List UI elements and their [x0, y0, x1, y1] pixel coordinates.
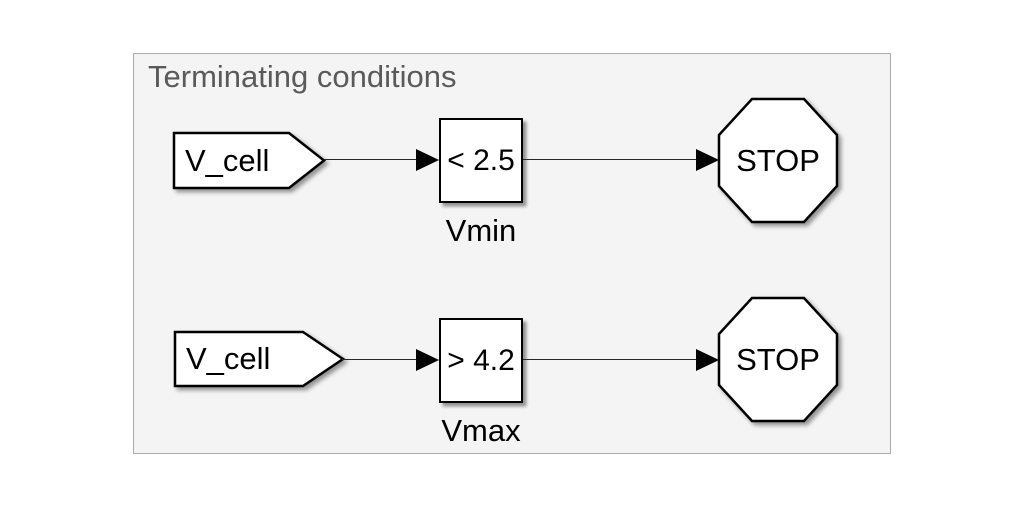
stop-label: STOP: [736, 341, 820, 377]
wire-source-to-compare-2[interactable]: [342, 359, 419, 361]
from-tag-label: V_cell: [186, 340, 271, 376]
from-tag-vcell-1[interactable]: [171, 130, 331, 194]
from-tag-vcell-2[interactable]: [172, 329, 350, 393]
arrowhead-icon: [416, 149, 439, 171]
stop-block-1[interactable]: [716, 96, 846, 232]
area-title: Terminating conditions: [148, 59, 457, 94]
wire-source-to-compare-1[interactable]: [324, 159, 419, 161]
block-name-vmin: Vmin: [445, 213, 517, 248]
wire-compare-to-stop-2[interactable]: [523, 359, 699, 361]
stop-label: STOP: [736, 142, 820, 178]
wire-compare-to-stop-1[interactable]: [523, 159, 699, 161]
from-tag-label: V_cell: [185, 142, 270, 178]
stop-block-2[interactable]: [716, 295, 846, 431]
arrowhead-icon: [696, 349, 719, 371]
compare-block-vmax[interactable]: > 4.2: [439, 318, 523, 403]
compare-value: > 4.2: [447, 343, 515, 377]
compare-block-vmin[interactable]: < 2.5: [439, 118, 523, 203]
compare-value: < 2.5: [447, 143, 515, 177]
arrowhead-icon: [696, 149, 719, 171]
block-name-vmax: Vmax: [441, 413, 521, 448]
arrowhead-icon: [416, 349, 439, 371]
